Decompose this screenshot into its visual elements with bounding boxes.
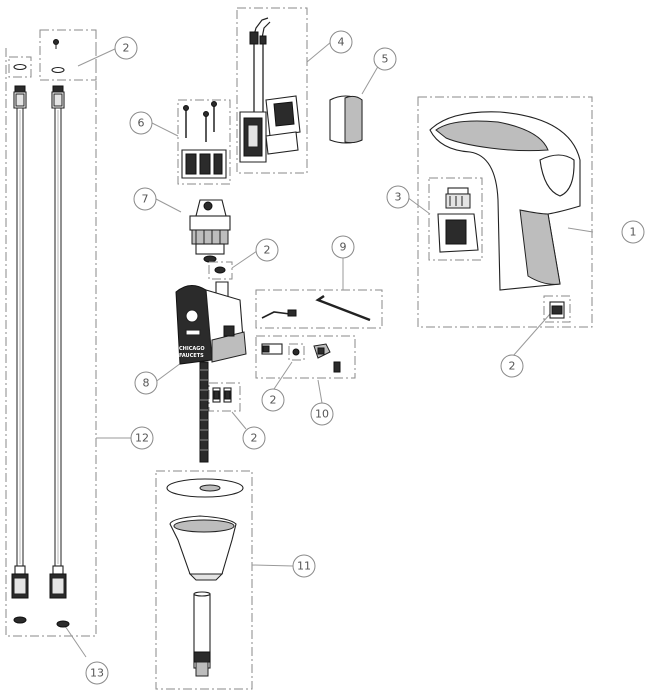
callout-5: 5 xyxy=(373,47,397,71)
callout-3: 3 xyxy=(386,185,410,209)
svg-text:2: 2 xyxy=(264,244,271,257)
svg-text:6: 6 xyxy=(138,117,145,130)
svg-text:7: 7 xyxy=(142,193,149,206)
hex-wrench-kit xyxy=(261,294,371,322)
callout-13: 13 xyxy=(85,661,109,685)
svg-text:3: 3 xyxy=(395,191,402,204)
callout-9: 9 xyxy=(331,235,355,259)
screws-and-clamp xyxy=(181,101,227,179)
svg-text:9: 9 xyxy=(340,241,347,254)
callout-2-body: 2 xyxy=(242,426,266,450)
top-washers xyxy=(8,39,65,78)
svg-text:8: 8 xyxy=(143,377,150,390)
svg-text:2: 2 xyxy=(270,394,277,407)
washer-set-lower xyxy=(212,387,232,403)
fittings-kit xyxy=(261,343,341,373)
aerator-cartridge xyxy=(437,187,479,253)
frame-4-sensor xyxy=(236,7,308,174)
washer-set-upper xyxy=(208,261,233,280)
frame-10-fittings xyxy=(255,335,356,379)
leader-lines xyxy=(64,41,594,658)
callout-8: 8 xyxy=(134,371,158,395)
frame-1-spout xyxy=(417,96,593,328)
cover-cap xyxy=(329,95,363,144)
frame-2-set xyxy=(208,382,241,412)
callout-2-fitting: 2 xyxy=(261,388,285,412)
svg-text:10: 10 xyxy=(315,408,329,421)
callout-1: 1 xyxy=(621,220,645,244)
callout-2-aerator: 2 xyxy=(500,354,524,378)
brand-label-line-2: FAUCETS xyxy=(179,353,204,359)
callout-2-top: 2 xyxy=(114,36,138,60)
valve-cartridge xyxy=(189,199,231,263)
svg-text:5: 5 xyxy=(382,53,389,66)
callout-11: 11 xyxy=(292,554,316,578)
spout-aerator xyxy=(543,295,571,323)
svg-text:1: 1 xyxy=(630,226,637,239)
svg-text:4: 4 xyxy=(338,36,345,49)
brand-label-line-1: CHICAGO xyxy=(179,346,205,352)
supply-hose-left xyxy=(11,85,29,624)
svg-text:2: 2 xyxy=(251,432,258,445)
callout-12: 12 xyxy=(130,426,154,450)
spout xyxy=(429,111,581,291)
frame-11-mounting-kit xyxy=(155,470,253,690)
mounting-kit xyxy=(166,478,244,677)
supply-hose-right xyxy=(49,85,70,628)
svg-text:2: 2 xyxy=(509,360,516,373)
frame-3-cartridge xyxy=(428,177,483,261)
callout-10: 10 xyxy=(310,402,334,426)
frame-12-supply-hoses xyxy=(5,30,97,637)
group-frames xyxy=(5,7,593,690)
sensor-assembly xyxy=(239,17,301,163)
frame-6-screws-clamp xyxy=(177,99,231,185)
frame-2-top-washer xyxy=(39,29,97,81)
svg-text:12: 12 xyxy=(135,432,149,445)
faucet-body: CHICAGO FAUCETS xyxy=(175,281,247,463)
frame-9-wrench xyxy=(255,289,383,329)
callout-4: 4 xyxy=(329,30,353,54)
svg-text:11: 11 xyxy=(297,560,311,573)
callout-7: 7 xyxy=(133,187,157,211)
callout-2-washer: 2 xyxy=(255,238,279,262)
svg-text:2: 2 xyxy=(123,42,130,55)
callout-6: 6 xyxy=(129,111,153,135)
svg-text:13: 13 xyxy=(90,667,104,680)
